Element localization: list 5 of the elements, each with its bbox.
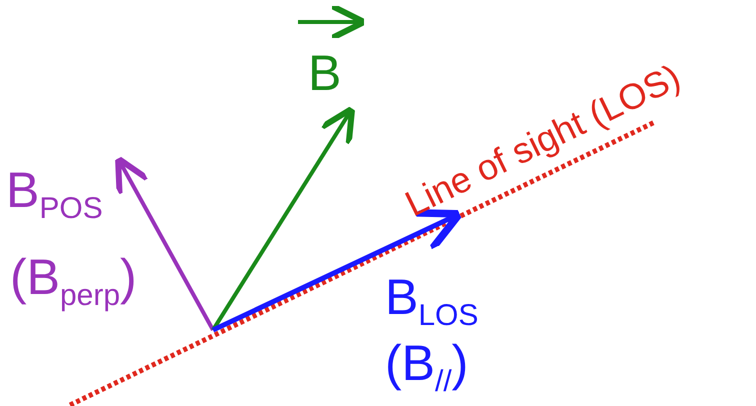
vector-label: (B$_{//}$) [385,338,468,397]
vector-label: B [308,48,342,98]
vector-label: B$_{LOS}$ [385,272,478,331]
vector-label: (B$_{perp}$) [10,252,137,311]
vector-label: B$_{POS}$ [6,165,103,224]
